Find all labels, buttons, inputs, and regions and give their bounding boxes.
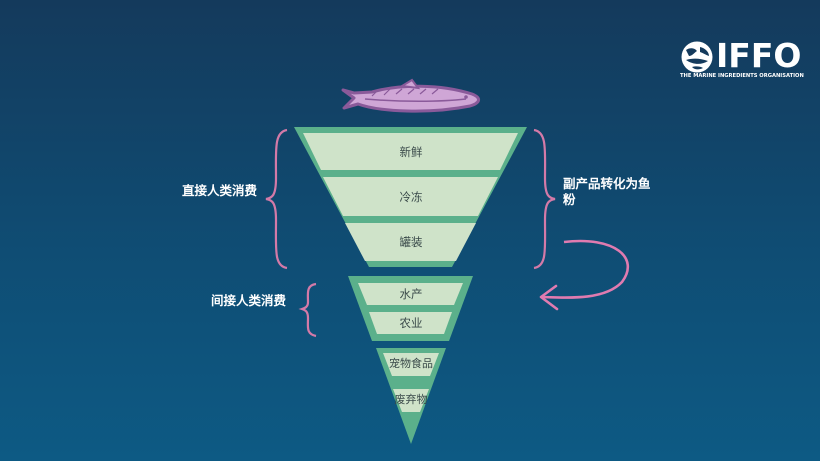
- indirect-brace: [298, 282, 317, 338]
- tier-label-canned: 罐装: [399, 235, 423, 249]
- logo-wordmark: IFFO: [716, 36, 802, 75]
- iffo-logo: IFFO THE MARINE INGREDIENTS ORGANISATION: [680, 36, 804, 84]
- return-arrow: [539, 239, 629, 311]
- byproduct-label-line1: 副产品转化为鱼: [563, 176, 651, 191]
- direct-brace: [265, 128, 288, 270]
- tier-aquaculture: [358, 283, 463, 305]
- indirect-consumption-label: 间接人类消费: [211, 293, 287, 308]
- globe-fish-icon: [681, 41, 713, 73]
- middle-funnel: [348, 276, 473, 341]
- byproduct-brace: [533, 128, 556, 270]
- tier-label-frozen: 冷冻: [399, 190, 423, 204]
- tier-label-aquaculture: 水产: [399, 287, 423, 301]
- tier-waste: [393, 389, 429, 412]
- tier-agriculture: [369, 312, 452, 334]
- tier-label-petfood: 宠物食品: [389, 357, 433, 370]
- tier-fresh: [303, 133, 518, 170]
- tier-label-fresh: 新鲜: [399, 145, 423, 159]
- tier-canned: [345, 223, 476, 261]
- byproduct-label-line2: 粉: [563, 192, 576, 207]
- lower-funnel: [376, 348, 446, 444]
- logo-tagline: THE MARINE INGREDIENTS ORGANISATION: [680, 73, 804, 79]
- tier-label-waste: 废弃物: [394, 393, 428, 406]
- tier-frozen: [323, 177, 498, 216]
- tier-label-agriculture: 农业: [399, 316, 423, 330]
- fish-icon: [341, 78, 480, 113]
- direct-consumption-label: 直接人类消费: [182, 183, 258, 198]
- tier-petfood: [383, 353, 439, 376]
- upper-funnel: [294, 127, 527, 267]
